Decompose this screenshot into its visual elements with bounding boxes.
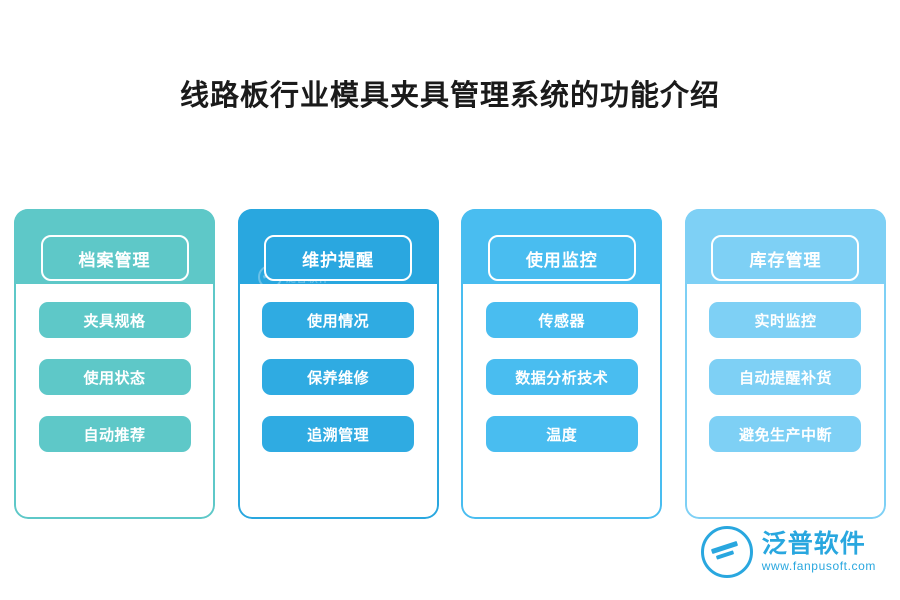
brand-text: 泛普软件 www.fanpusoft.com xyxy=(761,529,876,574)
column-content: 使用监控 传感器 数据分析技术 温度 xyxy=(461,209,662,452)
list-item[interactable]: 使用情况 xyxy=(262,302,415,338)
column-content: 维护提醒 使用情况 保养维修 追溯管理 xyxy=(238,209,439,452)
columns-container: 档案管理 夹具规格 使用状态 自动推荐 泛普软件 维护提醒 使用情况 保养维修 … xyxy=(14,209,886,519)
list-item[interactable]: 保养维修 xyxy=(262,359,415,395)
column-maintenance[interactable]: 泛普软件 维护提醒 使用情况 保养维修 追溯管理 xyxy=(237,209,439,519)
list-item[interactable]: 数据分析技术 xyxy=(485,359,638,395)
list-item[interactable]: 实时监控 xyxy=(709,302,862,338)
column-header-usage-monitor[interactable]: 使用监控 xyxy=(487,235,636,281)
list-item[interactable]: 使用状态 xyxy=(38,359,191,395)
list-item[interactable]: 温度 xyxy=(485,416,638,452)
list-item[interactable]: 传感器 xyxy=(485,302,638,338)
brand-url: www.fanpusoft.com xyxy=(761,559,876,574)
list-item[interactable]: 自动推荐 xyxy=(38,416,191,452)
column-usage-monitor[interactable]: 使用监控 传感器 数据分析技术 温度 xyxy=(461,209,663,519)
column-content: 档案管理 夹具规格 使用状态 自动推荐 xyxy=(14,209,215,452)
brand-logo: 泛普软件 www.fanpusoft.com xyxy=(700,526,876,578)
column-header-archive[interactable]: 档案管理 xyxy=(40,235,189,281)
list-item[interactable]: 夹具规格 xyxy=(38,302,191,338)
column-archive[interactable]: 档案管理 夹具规格 使用状态 自动推荐 xyxy=(14,209,215,519)
list-item[interactable]: 避免生产中断 xyxy=(709,416,862,452)
column-content: 库存管理 实时监控 自动提醒补货 避免生产中断 xyxy=(685,209,886,452)
fanpu-logo-icon xyxy=(700,526,753,578)
column-inventory[interactable]: 库存管理 实时监控 自动提醒补货 避免生产中断 xyxy=(684,209,886,519)
column-header-maintenance[interactable]: 维护提醒 xyxy=(264,235,413,281)
page-title: 线路板行业模具夹具管理系统的功能介绍 xyxy=(179,80,720,112)
list-item[interactable]: 自动提醒补货 xyxy=(709,359,862,395)
list-item[interactable]: 追溯管理 xyxy=(262,416,415,452)
brand-name: 泛普软件 xyxy=(761,529,866,558)
column-header-inventory[interactable]: 库存管理 xyxy=(711,235,860,281)
